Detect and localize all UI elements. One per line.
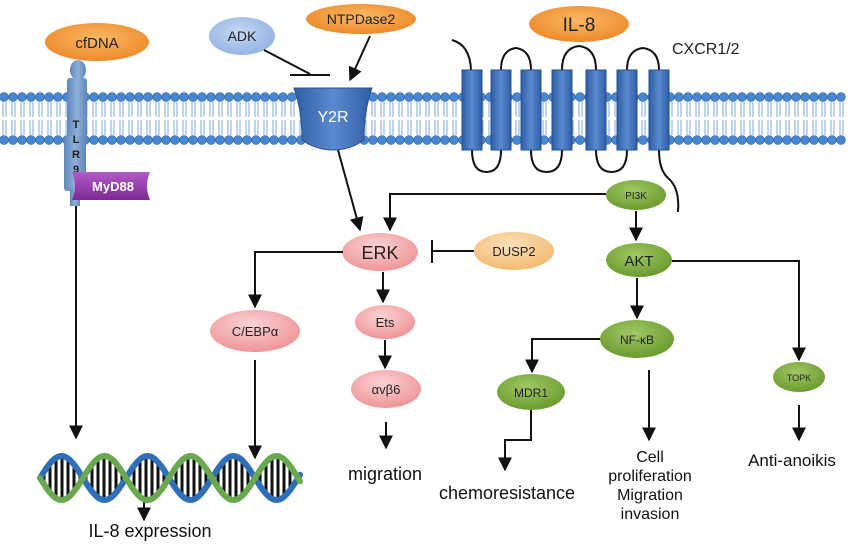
myd88-adapter: [72, 172, 150, 200]
mdr1-label: MDR1: [514, 386, 548, 400]
ets-node: [355, 305, 415, 339]
lipid-bilayer-icon: [0, 92, 846, 145]
topk-node: [773, 362, 825, 392]
cell-outcome-line2: proliferation: [608, 468, 692, 485]
pi3k-node: [606, 180, 666, 210]
il8-label: IL-8: [563, 15, 596, 36]
mdr1-chemo-arrow: [498, 410, 532, 472]
mdr1-node: [497, 374, 565, 410]
y2r-erk-arrow: [337, 149, 364, 232]
ntpdase2-arrow: [348, 35, 371, 82]
erk-node: [342, 233, 418, 271]
cell-outcome-line1: Cell: [636, 449, 664, 466]
cebpa-label: C/EBPα: [232, 324, 279, 339]
akt-node: [606, 243, 672, 277]
ets-label: Ets: [376, 315, 395, 330]
y2r-receptor: [293, 87, 373, 151]
topk-label: TOPK: [787, 373, 811, 383]
adk-label: ADK: [228, 28, 257, 44]
akt-topk-arrow: [672, 260, 806, 362]
il8-expression-outcome: IL-8 expression: [88, 521, 211, 541]
avb6-label: αvβ6: [372, 382, 401, 397]
tlr9-letter-l: L: [73, 134, 80, 146]
tlr9-letter-r: R: [72, 149, 80, 161]
nfkb-node: [600, 320, 674, 358]
tlr9-letter-9: 9: [73, 164, 79, 176]
double-helix-icon: [37, 452, 303, 504]
akt-label: AKT: [624, 253, 653, 270]
il8-ligand: [529, 6, 629, 42]
pathway-edges: [69, 35, 806, 522]
y2r-label: Y2R: [317, 109, 348, 126]
avb6-node: [351, 370, 421, 408]
anti-anoikis-outcome: Anti-anoikis: [748, 451, 836, 470]
pi3k-label: PI3K: [625, 191, 647, 202]
pi3k-erk-arrow: [383, 193, 606, 232]
ntpdase2-label: NTPDase2: [327, 11, 396, 27]
myd88-label: MyD88: [92, 179, 134, 194]
ntpdase2-node: [306, 4, 416, 34]
cfdna-label: cfDNA: [75, 35, 118, 52]
migration-outcome: migration: [348, 464, 422, 484]
chemoresistance-outcome: chemoresistance: [439, 483, 575, 503]
dusp2-label: DUSP2: [492, 244, 535, 259]
cxcr-receptor: [451, 39, 680, 213]
cfdna-ligand: [45, 23, 149, 61]
tlr9-letter-t: T: [73, 119, 80, 131]
cell-outcome-line3: Migration: [617, 487, 683, 504]
adk-node: [209, 17, 275, 55]
cxcr-label: CXCR1/2: [672, 41, 740, 58]
adk-inhibit-line: [263, 49, 311, 75]
nfkb-mdr1-arrow: [525, 338, 600, 374]
cell-outcome-line4: invasion: [621, 506, 680, 523]
dusp2-node: [474, 232, 554, 270]
nfkb-label: NF-κB: [620, 333, 654, 347]
erk-label: ERK: [361, 243, 398, 263]
erk-cebpa-arrow: [248, 251, 343, 309]
cebpa-node: [210, 310, 300, 352]
